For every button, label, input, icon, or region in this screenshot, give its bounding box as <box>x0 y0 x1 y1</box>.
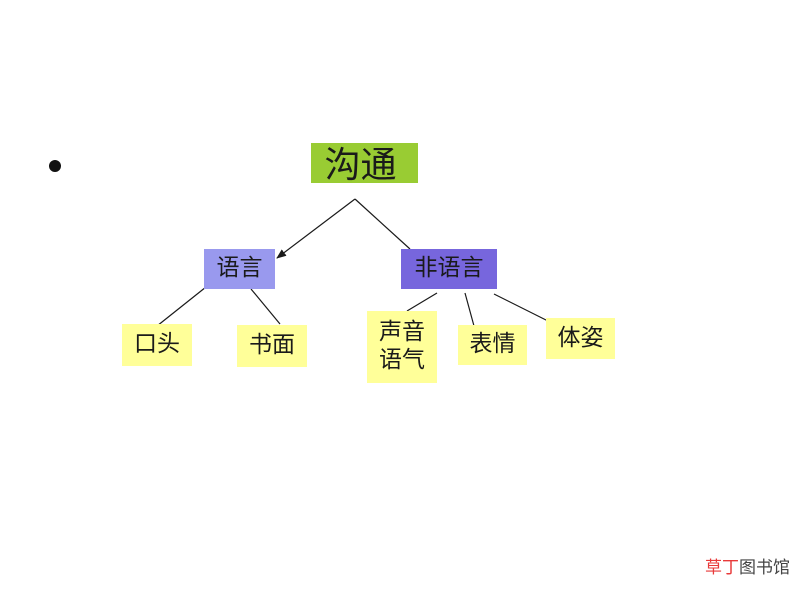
leaf-node-written: 书面 <box>237 325 307 367</box>
watermark-red-text: 草丁 <box>705 558 739 578</box>
link-root-to-language <box>276 198 356 259</box>
bullet-point <box>49 160 61 172</box>
link-nonlanguage-to-posture <box>493 293 551 323</box>
branch-label-nonlanguage: 非语言 <box>414 255 484 282</box>
branch-label-language: 语言 <box>216 255 263 282</box>
watermark: 草丁图书馆 <box>705 553 790 578</box>
leaf-node-oral: 口头 <box>122 324 192 366</box>
root-node-communication: 沟通 <box>311 143 418 186</box>
link-nonlanguage-to-voice <box>406 292 438 312</box>
leaf-label-written: 书面 <box>249 332 295 359</box>
leaf-label-expression: 表情 <box>469 331 516 358</box>
link-root-to-nonlanguage <box>354 198 411 250</box>
leaf-node-voice-tone: 声音 语气 <box>367 311 437 383</box>
root-label: 沟通 <box>324 145 397 187</box>
leaf-node-posture: 体姿 <box>546 318 615 359</box>
leaf-label-oral: 口头 <box>134 331 180 358</box>
watermark-dark-text: 图书馆 <box>739 558 790 578</box>
link-nonlanguage-to-expression <box>464 292 475 327</box>
leaf-label-posture: 体姿 <box>557 324 604 351</box>
leaf-node-expression: 表情 <box>458 325 527 365</box>
link-language-to-written <box>250 288 281 325</box>
leaf-label-voice-tone: 声音 语气 <box>379 319 425 373</box>
link-language-to-oral <box>156 286 207 327</box>
branch-node-language: 语言 <box>204 249 275 289</box>
branch-node-nonlanguage: 非语言 <box>401 249 497 289</box>
